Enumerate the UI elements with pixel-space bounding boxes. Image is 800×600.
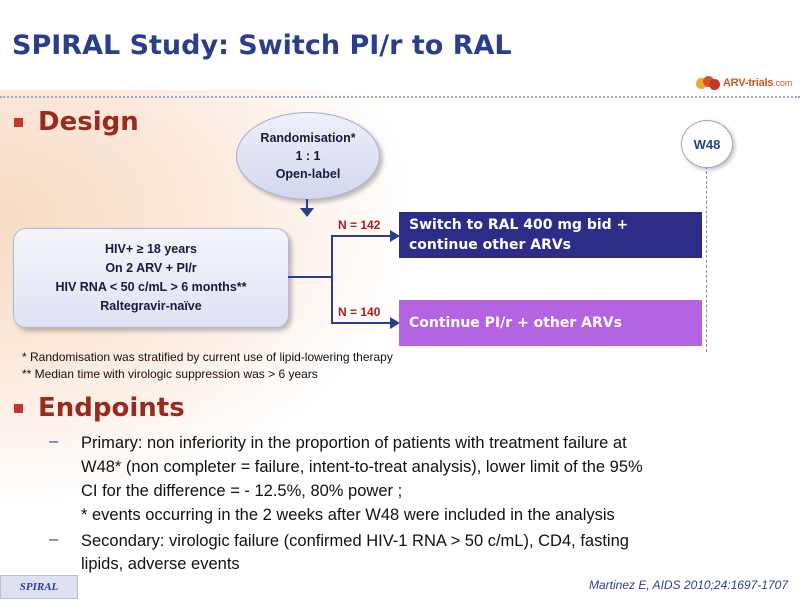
citation: Martinez E, AIDS 2010;24:1697-1707 <box>588 578 788 592</box>
logo-circles-icon <box>695 76 720 90</box>
dash-bullet: – <box>49 530 59 548</box>
arm-line: Switch to RAL 400 mg bid + <box>409 217 629 233</box>
arm-line: continue other ARVs <box>409 237 572 253</box>
population-box: HIV+ ≥ 18 years On 2 ARV + PI/r HIV RNA … <box>13 228 289 328</box>
arm-n-label: N = 142 <box>338 218 381 232</box>
w48-timepoint: W48 <box>681 120 733 168</box>
population-line: HIV+ ≥ 18 years <box>105 242 197 256</box>
arm-continue-pir: Continue PI/r + other ARVs <box>399 300 702 346</box>
branch-vertical <box>331 235 333 324</box>
endpoints-heading: Endpoints <box>38 393 185 423</box>
randomisation-connector <box>306 199 308 209</box>
primary-endpoint-line: W48* (non completer = failure, intent-to… <box>81 458 643 476</box>
primary-endpoint-line: CI for the difference = - 12.5%, 80% pow… <box>81 482 403 500</box>
randomisation-bubble: Randomisation* 1 : 1 Open-label <box>236 112 380 200</box>
footnote: ** Median time with virologic suppressio… <box>22 367 318 381</box>
population-line: HIV RNA < 50 c/mL > 6 months** <box>55 280 247 294</box>
slide-title: SPIRAL Study: Switch PI/r to RAL <box>12 30 512 61</box>
branch-bottom <box>331 322 391 324</box>
spiral-tag: SPIRAL <box>0 575 78 599</box>
title-divider <box>0 96 800 98</box>
population-line: On 2 ARV + PI/r <box>105 261 197 275</box>
branch-stem <box>288 276 332 278</box>
randomisation-line: 1 : 1 <box>295 149 321 163</box>
design-heading: Design <box>38 107 139 137</box>
dash-bullet: – <box>49 432 59 450</box>
arv-trials-logo: ARV-trials.com <box>695 76 792 90</box>
arrow-right-icon <box>390 230 400 242</box>
w48-timeline <box>706 166 707 352</box>
arm-line: Continue PI/r + other ARVs <box>409 315 622 331</box>
secondary-endpoint-line: Secondary: virologic failure (confirmed … <box>81 532 629 550</box>
arm-n-label: N = 140 <box>338 305 381 319</box>
arm-switch-ral: Switch to RAL 400 mg bid + continue othe… <box>399 212 702 258</box>
primary-endpoint-line: Primary: non inferiority in the proporti… <box>81 434 627 452</box>
randomisation-line: Open-label <box>275 167 341 181</box>
primary-endpoint-footnote: * events occurring in the 2 weeks after … <box>81 506 615 524</box>
branch-top <box>331 235 391 237</box>
logo-text: ARV-trials.com <box>722 77 792 89</box>
bullet-endpoints <box>14 404 23 413</box>
population-line: Raltegravir-naïve <box>100 299 202 313</box>
randomisation-line: Randomisation* <box>260 131 356 145</box>
secondary-endpoint-line: lipids, adverse events <box>81 555 240 573</box>
bullet-design <box>14 118 23 127</box>
arrow-right-icon <box>390 317 400 329</box>
arrow-down-icon <box>300 208 314 217</box>
footnote: * Randomisation was stratified by curren… <box>22 350 393 364</box>
